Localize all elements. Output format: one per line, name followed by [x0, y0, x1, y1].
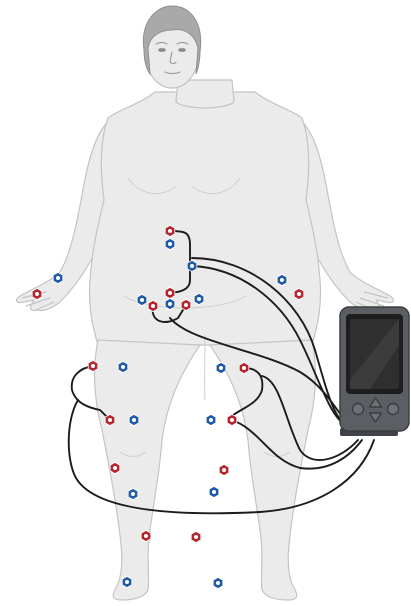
electrode-abdomen-upper [165, 225, 175, 236]
electrode-snap [91, 364, 95, 368]
electrode-thigh-left-outer [239, 362, 249, 373]
electrode-snap [168, 291, 172, 295]
electrode-snap [184, 303, 188, 307]
electrode-thigh-right-outer [88, 360, 98, 371]
electrode-shin-left-blue [209, 486, 219, 497]
eye-left [179, 48, 186, 51]
electrode-knee-left-outer [227, 414, 237, 425]
electrode-snap [209, 418, 213, 422]
electrode-abdomen-mid [165, 287, 175, 298]
electrode-snap [168, 242, 172, 246]
electrode-snap [168, 229, 172, 233]
electrode-pelvis-right [194, 293, 204, 304]
electrode-ankle-right [141, 530, 151, 541]
electrode-knee-right-outer [105, 414, 115, 425]
electrode-wrist-right-blue [53, 272, 63, 283]
electrode-wrist-right-red [32, 288, 42, 299]
eye-right [159, 48, 166, 51]
electrode-snap [108, 418, 112, 422]
electrode-snap [56, 276, 60, 280]
electrode-pelvis-left [137, 294, 147, 305]
monitor-device[interactable] [340, 307, 409, 436]
electrode-snap [125, 580, 129, 584]
electrode-snap [280, 278, 284, 282]
electrode-snap [121, 365, 125, 369]
left-round-button[interactable] [353, 404, 364, 415]
electrode-wrist-left-red [294, 288, 304, 299]
electrode-snap [132, 418, 136, 422]
electrode-wrist-left-blue [277, 274, 287, 285]
electrode-thigh-left-inner [216, 362, 226, 373]
electrode-snap [144, 534, 148, 538]
electrode-groin-right [181, 299, 191, 310]
electrode-shin-left-red [219, 464, 229, 475]
electrode-thigh-right-inner [118, 361, 128, 372]
electrode-snap [222, 468, 226, 472]
electrode-snap [197, 297, 201, 301]
electrode-snap [242, 366, 246, 370]
electrode-abdomen-upper-blue [165, 238, 175, 249]
electrode-snap [113, 466, 117, 470]
electrode-groin-left [148, 300, 158, 311]
right-round-button[interactable] [388, 404, 399, 415]
electrode-snap [230, 418, 234, 422]
electrode-pelvis-center [165, 298, 175, 309]
electrode-shin-right-blue [128, 488, 138, 499]
electrode-snap [140, 298, 144, 302]
electrode-snap [131, 492, 135, 496]
electrode-snap [216, 581, 220, 585]
electrode-snap [168, 302, 172, 306]
electrode-snap [35, 292, 39, 296]
electrode-shin-right-red [110, 462, 120, 473]
electrode-snap [212, 490, 216, 494]
electrode-ankle-left [191, 531, 201, 542]
electrode-abdomen-side [187, 260, 197, 271]
electrode-snap [219, 366, 223, 370]
electrode-foot-left [213, 577, 223, 588]
electrode-snap [194, 535, 198, 539]
electrode-foot-right [122, 576, 132, 587]
electrode-snap [190, 264, 194, 268]
electrode-snap [151, 304, 155, 308]
electrode-snap [297, 292, 301, 296]
electrode-knee-right-inner [129, 414, 139, 425]
electrode-knee-left-inner [206, 414, 216, 425]
